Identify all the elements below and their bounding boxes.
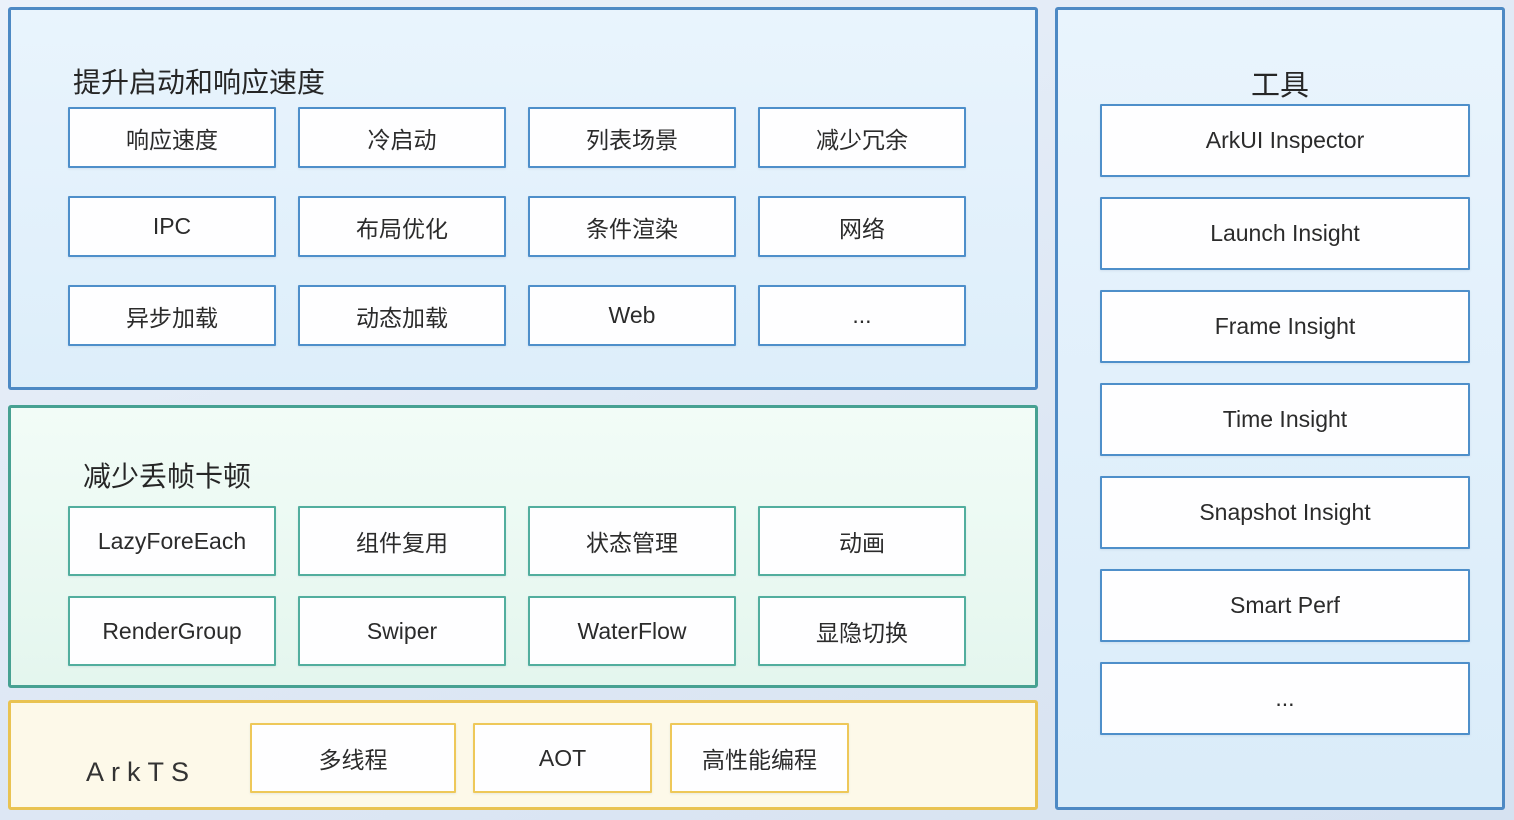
frames-item: 显隐切换: [758, 596, 966, 666]
frames-item: 动画: [758, 506, 966, 576]
frames-item: RenderGroup: [68, 596, 276, 666]
frames-item: 组件复用: [298, 506, 506, 576]
startup-grid: 响应速度 冷启动 列表场景 减少冗余 IPC 布局优化 条件渲染 网络 异步加载…: [68, 107, 966, 346]
tool-item: Frame Insight: [1100, 290, 1470, 363]
panel-tools-title: 工具: [1250, 70, 1309, 103]
startup-item: 网络: [758, 196, 966, 257]
tools-list: ArkUI Inspector Launch Insight Frame Ins…: [1100, 104, 1470, 735]
tool-item: Launch Insight: [1100, 197, 1470, 270]
startup-item: 布局优化: [298, 196, 506, 257]
panel-frames-title: 减少丢帧卡顿: [83, 461, 252, 493]
frames-item: LazyForeEach: [68, 506, 276, 576]
panel-reduce-jank: 减少丢帧卡顿 LazyForeEach 组件复用 状态管理 动画 RenderG…: [8, 405, 1038, 688]
frames-item: 状态管理: [528, 506, 736, 576]
frames-item: Swiper: [298, 596, 506, 666]
startup-item: 减少冗余: [758, 107, 966, 168]
startup-item: 冷启动: [298, 107, 506, 168]
startup-item: Web: [528, 285, 736, 346]
arkts-item: 多线程: [250, 723, 456, 793]
tool-item: ArkUI Inspector: [1100, 104, 1470, 177]
panel-startup-title: 提升启动和响应速度: [73, 67, 326, 99]
panel-arkts-title: ArkTS: [86, 757, 197, 788]
frames-grid: LazyForeEach 组件复用 状态管理 动画 RenderGroup Sw…: [68, 506, 966, 666]
tool-item: Snapshot Insight: [1100, 476, 1470, 549]
frames-item: WaterFlow: [528, 596, 736, 666]
tool-item-more: ...: [1100, 662, 1470, 735]
panel-tools: 工具 ArkUI Inspector Launch Insight Frame …: [1055, 7, 1505, 810]
startup-item: 动态加载: [298, 285, 506, 346]
panel-arkts: ArkTS 多线程 AOT 高性能编程: [8, 700, 1038, 810]
startup-item: 条件渲染: [528, 196, 736, 257]
startup-item: 响应速度: [68, 107, 276, 168]
startup-item: IPC: [68, 196, 276, 257]
tool-item: Time Insight: [1100, 383, 1470, 456]
arkts-item: AOT: [473, 723, 652, 793]
panel-startup-speed: 提升启动和响应速度 响应速度 冷启动 列表场景 减少冗余 IPC 布局优化 条件…: [8, 7, 1038, 390]
startup-item-more: ...: [758, 285, 966, 346]
startup-item: 异步加载: [68, 285, 276, 346]
arkts-item: 高性能编程: [670, 723, 849, 793]
tool-item: Smart Perf: [1100, 569, 1470, 642]
startup-item: 列表场景: [528, 107, 736, 168]
